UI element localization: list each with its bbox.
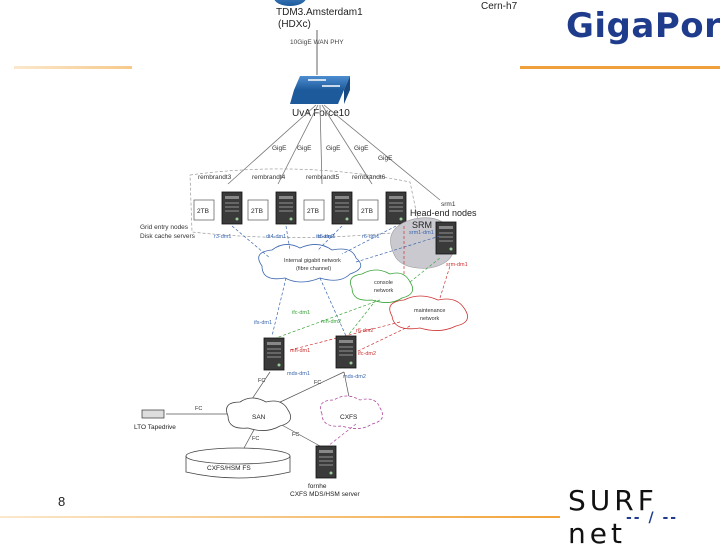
disk-label: 2TB [251, 208, 263, 215]
link-label-5: ifs-dm2 [316, 234, 334, 240]
console-cloud-label-2: network [374, 288, 394, 294]
fc-label-3: FC [195, 406, 202, 412]
uplink-lines [227, 104, 441, 201]
decorative-rule-right [520, 66, 720, 69]
link-label-4: r6-dm2 [356, 328, 373, 334]
core-switch [290, 76, 350, 104]
server-b-port-b: mds-dm2 [343, 374, 366, 380]
fc-label-4: FC [252, 436, 259, 442]
server-a-port-b: mds-dm1 [287, 371, 310, 377]
server-b: ifc-dm2 mds-dm2 [335, 335, 376, 380]
gigaport-logo: GigaPort [566, 6, 720, 46]
page-number: 8 [58, 494, 66, 509]
fc-label-5: FC [292, 432, 299, 438]
port-label: dt4-dm1 [266, 234, 286, 240]
maintenance-cloud-label-2: network [420, 316, 440, 322]
node-rembrandt5: rembrandt5 2TB r5-dm1 [303, 174, 353, 240]
console-network-cloud [349, 269, 414, 303]
server-icon [331, 191, 353, 225]
link-label-gige-2: GigE [297, 145, 312, 152]
switch-arrows-icon [308, 79, 340, 87]
server-icon [315, 445, 337, 479]
srm-title: SRM [412, 220, 432, 230]
decorative-rule-bottom [0, 516, 560, 518]
cxfs-link [327, 423, 357, 447]
srm-name: srm1 [441, 201, 456, 208]
wan-link-label: 10GigE WAN PHY [290, 39, 344, 46]
top-node-label: TDM3.Amsterdam1 [276, 7, 363, 18]
srm-node: srm1 Head-end nodes SRM srm1-dm1 srm-dm1 [390, 201, 477, 269]
maintenance-network-cloud [389, 295, 468, 331]
disk-icon [247, 199, 269, 221]
san-cloud [226, 397, 292, 431]
disk-cache-label-2: Disk cache servers [140, 233, 196, 240]
tape-drive-label: LTO Tapedrive [134, 424, 176, 431]
surfnet-logo-mark: -- / -- [626, 510, 679, 526]
node-rembrandt3: rembrandt3 2TB r3-dm1 [193, 174, 243, 240]
cxfs-label: CXFS [340, 414, 358, 421]
srm-port-a: srm1-dm1 [409, 230, 434, 236]
disk-label: 2TB [197, 208, 209, 215]
internal-network-cloud [258, 244, 362, 283]
link-label-2: ifc-dm1 [292, 310, 310, 316]
srm-label: Head-end nodes [410, 208, 477, 218]
tape-drive-icon [141, 409, 165, 419]
link-label-gige-4: GigE [354, 145, 369, 152]
disk-label: 2TB [307, 208, 319, 215]
bottom-server: fornhe CXFS MDS/HSM server [290, 445, 361, 498]
link-label-3: mh-dm2 [321, 319, 341, 325]
router-icon [274, 0, 306, 6]
bottom-server-label-1: fornhe [308, 483, 327, 490]
port-label: r3-dm1 [214, 234, 231, 240]
node-label: rembrandt3 [198, 174, 232, 181]
server-icon [435, 221, 457, 255]
disk-icon [303, 199, 325, 221]
cxfs-cloud [320, 395, 384, 429]
san-label: SAN [252, 414, 266, 421]
node-label: rembrandt4 [252, 174, 286, 181]
link-label-gige-5: GigE [378, 155, 393, 162]
console-cloud-label-1: console [374, 280, 393, 286]
disk-label: 2TB [361, 208, 373, 215]
link-label-1: ifs-dm1 [254, 320, 272, 326]
top-node-sub: (HDXc) [278, 19, 311, 30]
server-icon [275, 191, 297, 225]
tape-drive: LTO Tapedrive [134, 409, 176, 431]
link-label-gige-3: GigE [326, 145, 341, 152]
server-a-port-a: mh-dm1 [290, 348, 310, 354]
internal-cloud-label-2: (fibre channel) [296, 266, 331, 272]
maintenance-cloud-label-1: maintenance [414, 308, 446, 314]
switch-label: UvA Force10 [292, 108, 350, 119]
internal-cloud-label-1: Internal gigabit network [284, 258, 341, 264]
fc-label-2: FC [314, 380, 321, 386]
storage-cylinder: CXFS/HSM FS [185, 447, 291, 479]
node-rembrandt4: rembrandt4 2TB dt4-dm1 [247, 174, 297, 240]
disk-icon [193, 199, 215, 221]
link-label-gige-1: GigE [272, 145, 287, 152]
server-b-port-a: ifc-dm2 [358, 351, 376, 357]
bottom-server-label-2: CXFS MDS/HSM server [290, 491, 361, 498]
server-icon [385, 191, 407, 225]
port-label: r5-dm1 [318, 234, 335, 240]
server-icon [263, 337, 285, 371]
disk-cache-label-1: Grid entry nodes [140, 224, 189, 231]
top-node: TDM3.Amsterdam1 (HDXc) [274, 0, 363, 30]
node-label: rembrandt5 [306, 174, 340, 181]
srm-port-b: srm-dm1 [446, 262, 468, 268]
port-label: r6-dm1 [362, 234, 379, 240]
server-icon [221, 191, 243, 225]
server-a: mh-dm1 mds-dm1 [263, 337, 310, 377]
fc-label-1: FC [258, 378, 265, 384]
server-icon [335, 335, 357, 369]
top-right-label: Cern-h7 [481, 1, 518, 12]
decorative-rule-left [14, 66, 132, 69]
node-label: rembrandt6 [352, 174, 386, 181]
storage-label: CXFS/HSM FS [207, 465, 251, 472]
disk-icon [357, 199, 379, 221]
node-rembrandt6: rembrandt6 2TB r6-dm1 [352, 174, 407, 240]
